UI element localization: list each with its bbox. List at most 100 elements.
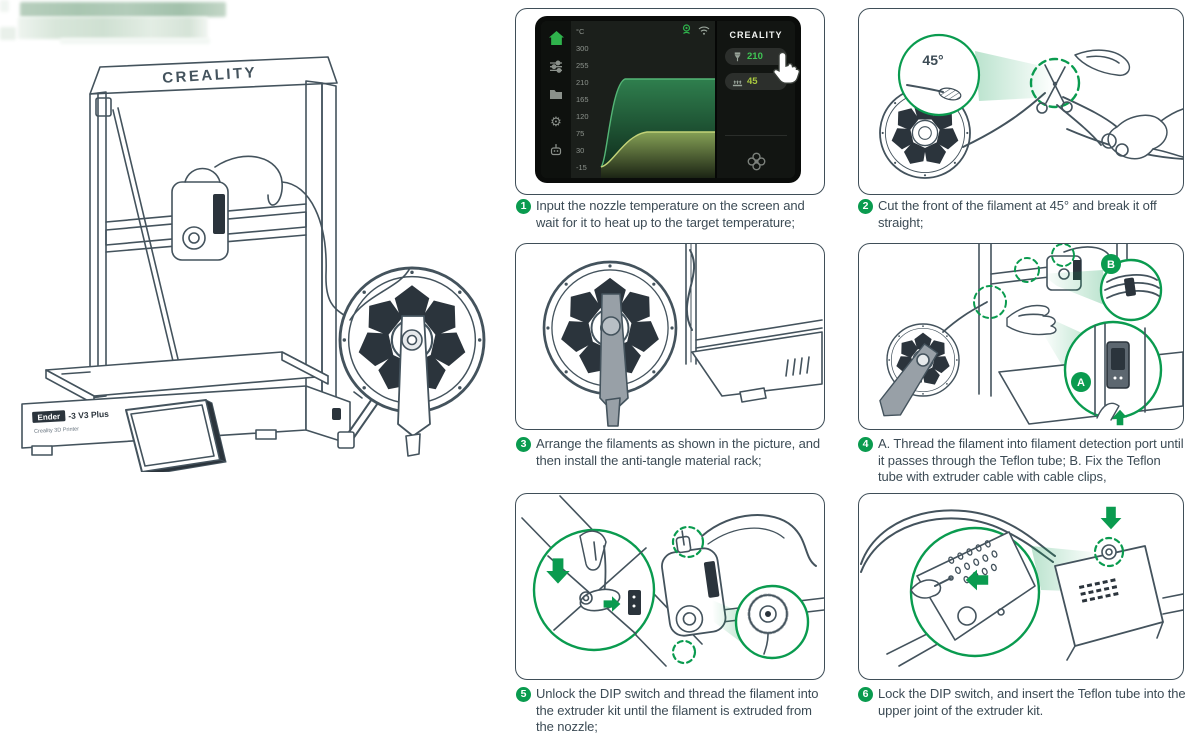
step-5-text: Unlock the DIP switch and thread the fil… [536,686,819,735]
tick-75: 75 [576,129,585,138]
step-2-number: 2 [858,199,873,214]
redacted-strip-4 [60,38,210,44]
redacted-strip-2 [18,17,208,39]
arrange-filament-illustration [542,244,823,427]
unlock-dip-illustration [521,495,824,667]
printer-printhead [171,155,351,321]
hands-with-pliers [1056,49,1183,160]
cut-point-dashed-circle [1029,57,1081,114]
bed-temp-value: 45 [747,76,758,87]
printer-base [691,331,823,403]
panel-step-6 [858,493,1184,680]
printer-illustration: CREALITY [21,56,486,472]
camera-icon [682,24,691,34]
robot-icon[interactable] [549,143,563,156]
tune-icon[interactable] [549,60,563,73]
nozzle-dashed-circle [671,639,697,665]
panel-step-2: 45° [858,8,1184,195]
tick-30: 30 [576,146,585,155]
screen-right-panel: CREALITY 210 45 [715,21,795,178]
step-5-caption: 5 Unlock the DIP switch and thread the f… [516,686,822,736]
nozzle-temp-value: 210 [747,51,763,62]
panel-step-5 [515,493,825,680]
cut-filament-illustration: 45° [879,33,1183,179]
step-4-number: 4 [858,437,873,452]
bed-icon [732,79,743,86]
step-3-caption: 3 Arrange the filaments as shown in the … [516,436,822,469]
nozzle-icon [734,51,741,61]
step-4-text: A. Thread the filament into filament det… [878,436,1184,485]
tick-255: 255 [576,61,589,70]
temperature-curves [600,78,717,178]
redacted-strip-3 [0,27,16,40]
anti-tangle-rack [599,293,629,427]
chart-y-axis: °C 300 255 210 165 120 75 30 -15 [576,23,589,176]
wifi-icon [698,25,710,35]
step-3-number: 3 [516,437,531,452]
extruder-top-iso [1054,506,1183,661]
panel-step-4: B A [858,243,1184,430]
panel-step-3 [515,243,825,430]
touchscreen: ⚙ °C 300 255 210 165 120 [541,21,795,178]
step-6-number: 6 [858,687,873,702]
fan-icon [747,152,765,171]
step-1-text: Input the nozzle temperature on the scre… [536,198,805,230]
printer-model-badge: Ender [37,412,60,422]
hand-with-tool [910,579,942,599]
step-1-caption: 1 Input the nozzle temperature on the sc… [516,198,822,231]
folder-icon[interactable] [549,88,563,100]
redacted-strip-1 [20,2,226,17]
extruder-wheel-detail-circle [734,584,810,660]
nozzle-temp-button[interactable]: 210 [725,48,787,65]
printer-column [685,244,823,365]
beam-to-b [1041,270,1107,306]
step-6-caption: 6 Lock the DIP switch, and insert the Te… [858,686,1188,719]
printer-front-screen [125,399,227,472]
pointing-hand [1006,304,1057,336]
home-icon[interactable] [548,31,564,45]
axis-unit: °C [576,27,585,36]
label-a: A [1077,377,1085,389]
dashed-target-circles [973,244,1075,319]
green-arrow-down [1099,506,1123,530]
dip-switch-detail-circle [532,528,656,652]
tick-300: 300 [576,44,589,53]
magnifier-beam [975,51,1055,101]
bed-temp-button[interactable]: 45 [725,73,787,90]
step-6-text: Lock the DIP switch, and insert the Tefl… [878,686,1186,718]
step-2-text: Cut the front of the filament at 45° and… [878,198,1157,230]
detail-circle-a: A [1063,320,1163,426]
printer-brand-logo: CREALITY [162,64,258,87]
fan-button[interactable] [717,152,795,171]
touchscreen-bezel: ⚙ °C 300 255 210 165 120 [535,16,801,183]
thread-filament-illustration: B A [879,244,1183,426]
screen-sidebar: ⚙ [541,21,571,178]
lock-dip-illustration [860,506,1183,667]
tick-165: 165 [576,95,589,104]
step-3-text: Arrange the filaments as shown in the pi… [536,436,821,468]
angle-detail-circle: 45° [897,33,981,117]
screen-brand-logo: CREALITY [729,30,783,40]
top-joint-dashed-circle [671,525,705,559]
tick-120: 120 [576,112,589,121]
tick-neg15: -15 [576,163,587,172]
spool-and-filament [879,301,988,417]
printer-nameplate: Ender -3 V3 Plus Creality 3D Printer [32,409,109,435]
panel-step-1: ⚙ °C 300 255 210 165 120 [515,8,825,195]
printer-subtitle-text: Creality 3D Printer [34,426,79,435]
temperature-chart: °C 300 255 210 165 120 75 30 -15 [571,21,717,178]
dip-switch-detail-circle [909,526,1041,658]
printer-model-text: -3 V3 Plus [68,409,109,421]
label-b: B [1107,259,1115,271]
printer-spool-assembly [337,266,486,457]
joint-dashed-circle [1093,536,1125,568]
gear-icon[interactable]: ⚙ [550,114,562,129]
angle-label: 45° [922,52,943,68]
redacted-strip-corner [0,0,9,12]
detail-circle-b: B [1099,254,1163,322]
step-1-number: 1 [516,199,531,214]
right-panel-divider [725,135,787,136]
step-4-caption: 4 A. Thread the filament into filament d… [858,436,1188,486]
hand-cursor-icon [773,51,800,84]
